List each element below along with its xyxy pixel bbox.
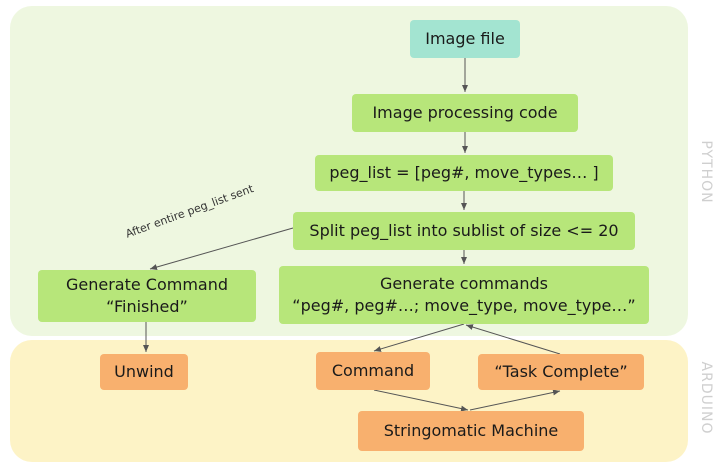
generate-finished-title: Generate Command bbox=[65, 275, 229, 294]
split-label: Split peg_list into sublist of size <= 2… bbox=[309, 221, 619, 240]
peg-list-node: peg_list = [peg#, move_types… ] bbox=[315, 155, 613, 191]
image-file-label: Image file bbox=[425, 29, 505, 48]
command-node: Command bbox=[316, 352, 430, 390]
generate-finished-value: “Finished” bbox=[106, 297, 188, 316]
peg-list-label: peg_list = [peg#, move_types… ] bbox=[329, 163, 599, 182]
generate-commands-node: Generate commands “peg#, peg#…; move_typ… bbox=[279, 266, 649, 324]
generate-commands-title: Generate commands bbox=[379, 274, 548, 293]
image-file-node: Image file bbox=[410, 20, 520, 58]
split-node: Split peg_list into sublist of size <= 2… bbox=[293, 212, 635, 250]
image-processing-node: Image processing code bbox=[352, 94, 578, 132]
arduino-region-label: ARDUINO bbox=[698, 361, 714, 435]
task-complete-node: “Task Complete” bbox=[478, 354, 644, 390]
generate-commands-format: “peg#, peg#…; move_type, move_type…” bbox=[292, 296, 636, 315]
python-region-label: PYTHON bbox=[698, 140, 714, 204]
task-complete-label: “Task Complete” bbox=[494, 362, 628, 381]
unwind-label: Unwind bbox=[114, 362, 174, 381]
image-processing-label: Image processing code bbox=[372, 103, 558, 122]
stringomatic-node: Stringomatic Machine bbox=[358, 411, 584, 451]
command-label: Command bbox=[331, 361, 415, 380]
unwind-node: Unwind bbox=[100, 354, 188, 390]
stringomatic-label: Stringomatic Machine bbox=[383, 421, 559, 440]
generate-finished-node: Generate Command “Finished” bbox=[38, 270, 256, 322]
